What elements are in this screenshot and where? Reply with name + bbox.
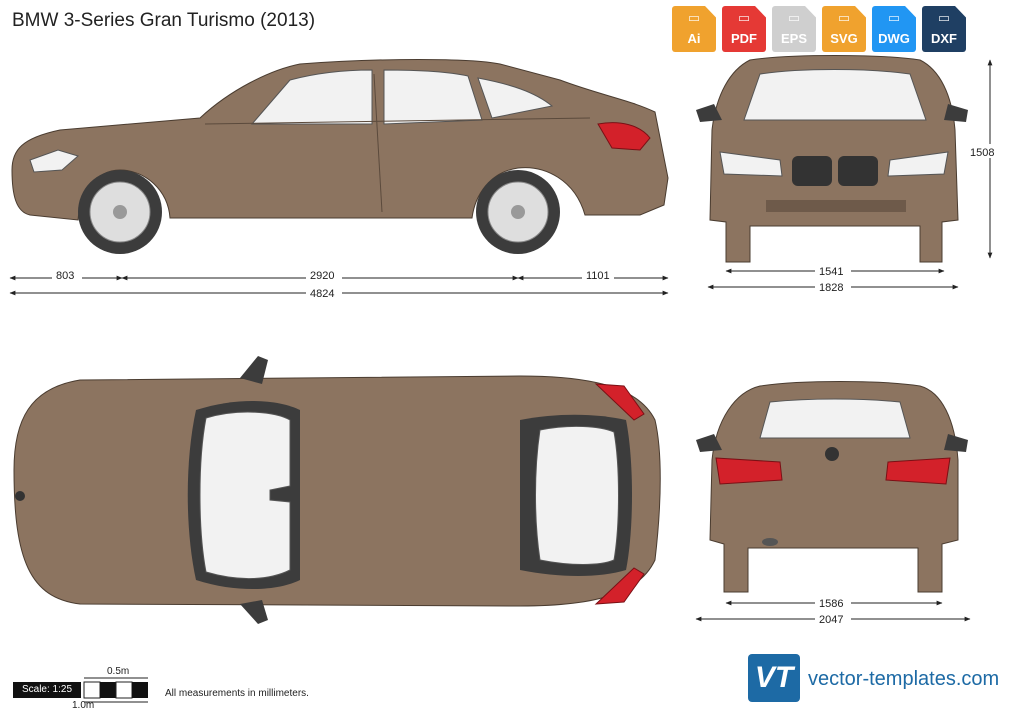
length-dimensions: 803 2920 1101 4824 (9, 268, 669, 300)
brand-link[interactable]: vector-templates.com (808, 668, 1000, 690)
wheelbase-label: 2920 (310, 270, 334, 282)
front-dimensions: 1541 1828 1508 (707, 59, 1006, 294)
format-ai-button[interactable]: ▭Ai (672, 6, 716, 52)
front-mirror-right (944, 104, 968, 122)
height-label: 1508 (970, 147, 994, 159)
front-wheel (78, 170, 162, 254)
kidney-grille-right (838, 156, 878, 186)
rear-track-label: 1586 (819, 598, 843, 610)
rear-overhang-label: 1101 (586, 270, 610, 282)
scale-half-label: 0.5m (107, 666, 130, 677)
mirror-width-label: 2047 (819, 614, 843, 626)
rear-taillight-left (715, 457, 783, 485)
front-view (696, 55, 968, 263)
format-pdf-button[interactable]: ▭PDF (722, 6, 766, 52)
rear-badge (825, 447, 839, 461)
side-window-mid (383, 69, 483, 125)
top-badge (15, 491, 25, 501)
rear-view (696, 381, 968, 593)
top-view (13, 356, 661, 624)
rear-mirror-left (696, 434, 722, 452)
format-eps-button[interactable]: ▭EPS (772, 6, 816, 52)
front-windshield (743, 69, 927, 121)
front-headlight-left (719, 151, 783, 177)
front-mirror-left (696, 104, 722, 122)
side-view (11, 59, 669, 254)
file-icon: ▭ (787, 10, 801, 25)
page-title: BMW 3-Series Gran Turismo (2013) (12, 10, 316, 31)
top-taillight-top (594, 383, 645, 421)
front-intake (766, 200, 906, 212)
measurement-note: All measurements in millimeters. (165, 688, 309, 699)
format-svg-button[interactable]: ▭SVG (822, 6, 866, 52)
top-body (13, 375, 661, 607)
rear-taillight-right (885, 457, 951, 485)
front-overhang-label: 803 (56, 270, 74, 282)
scale-label: Scale: 1:25 (13, 682, 81, 698)
file-icon: ▭ (837, 10, 851, 25)
format-dwg-button[interactable]: ▭DWG (872, 6, 916, 52)
side-headlight (29, 149, 80, 173)
file-icon: ▭ (687, 10, 701, 25)
rear-dimensions: 1586 2047 (695, 594, 971, 626)
top-windshield (199, 411, 291, 579)
rear-window (759, 398, 911, 439)
top-taillight-bottom (594, 567, 645, 605)
file-icon: ▭ (887, 10, 901, 25)
format-dxf-button[interactable]: ▭DXF (922, 6, 966, 52)
side-window-front (250, 69, 373, 125)
length-label: 4824 (310, 288, 334, 300)
side-taillight (597, 122, 651, 151)
front-width-label: 1828 (819, 282, 843, 294)
file-icon: ▭ (737, 10, 751, 25)
scale-full-label: 1.0m (72, 700, 95, 711)
front-track-label: 1541 (819, 266, 843, 278)
vt-logo-icon: VT (748, 654, 800, 702)
kidney-grille-left (792, 156, 832, 186)
rear-mirror-right (944, 434, 968, 452)
file-icon: ▭ (937, 10, 951, 25)
front-headlight-right (887, 151, 949, 177)
rear-exhaust (762, 538, 778, 546)
top-mirror-top (240, 356, 268, 384)
side-window-rear (477, 77, 554, 119)
rear-wheel (476, 170, 560, 254)
top-mirror-bottom (240, 600, 268, 624)
top-rear-window (535, 425, 619, 565)
scale-bar (83, 677, 148, 703)
format-buttons: ▭Ai ▭PDF ▭EPS ▭SVG ▭DWG ▭DXF (672, 6, 966, 52)
